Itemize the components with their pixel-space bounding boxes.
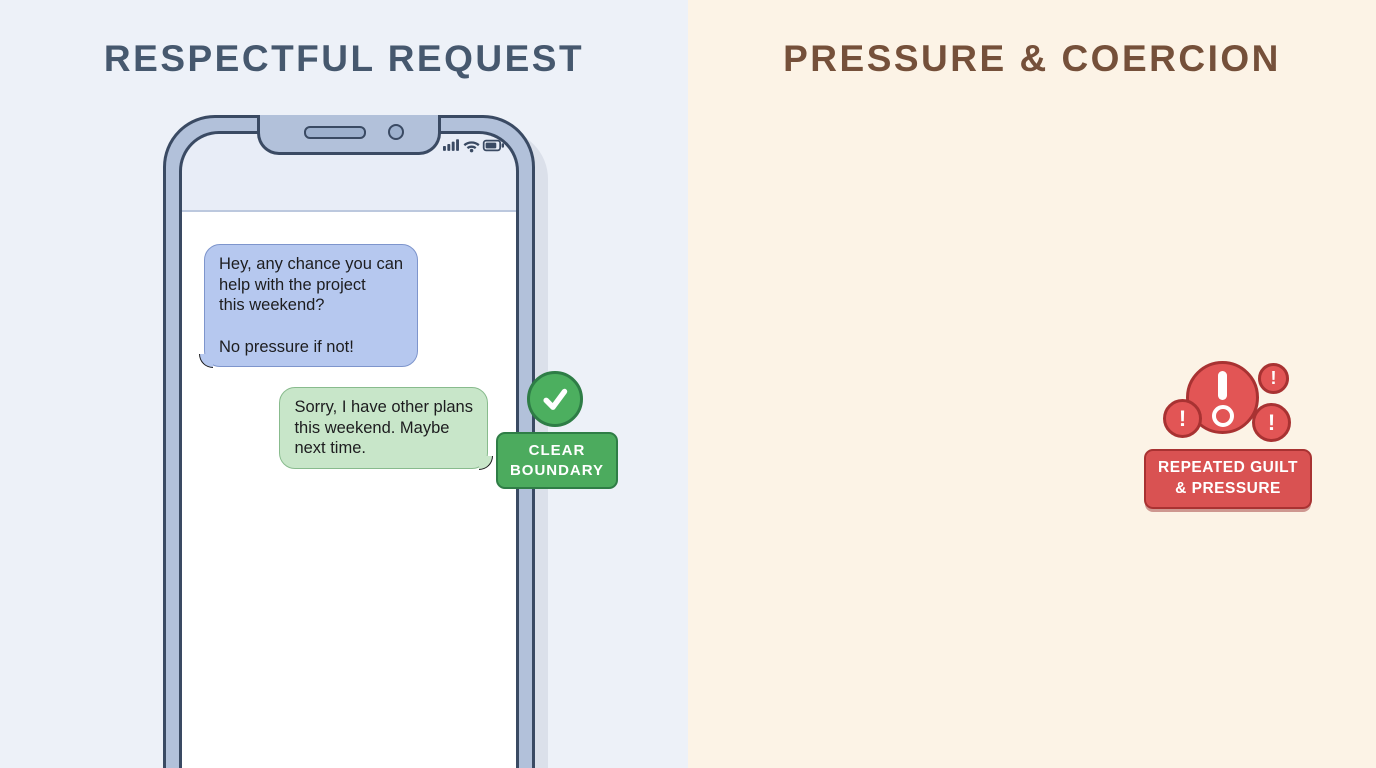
check-circle xyxy=(527,371,583,427)
phone-frame: Hey, any chance you can help with the pr… xyxy=(163,115,535,768)
message-bubble: Hey, any chance you can help with the pr… xyxy=(198,244,419,368)
right-panel-title: PRESSURE & COERCION xyxy=(783,38,1281,79)
battery-icon xyxy=(482,139,505,152)
clear-boundary-badge: CLEAR BOUNDARY xyxy=(496,432,618,489)
wifi-icon xyxy=(463,141,480,153)
status-bar-icons xyxy=(443,139,505,153)
exclamation-icon: ! xyxy=(1258,363,1289,394)
phone-notch xyxy=(257,115,441,155)
phone-left: Hey, any chance you can help with the pr… xyxy=(155,115,543,768)
message-thread: Hey, any chance you can help with the pr… xyxy=(182,210,516,768)
repeated-guilt-pressure-badge: REPEATED GUILT & PRESSURE xyxy=(1144,449,1312,509)
checkmark-icon xyxy=(543,388,568,410)
respectful-request-panel: RESPECTFUL REQUEST Hey, any chance you c… xyxy=(0,0,688,768)
left-panel-title: RESPECTFUL REQUEST xyxy=(103,38,585,79)
exclamation-icon: ! xyxy=(1252,403,1291,442)
signal-icon xyxy=(443,139,459,151)
phone-screen: Hey, any chance you can help with the pr… xyxy=(179,131,519,768)
message-bubble: Sorry, I have other plans this weekend. … xyxy=(279,387,493,470)
speaker-grille xyxy=(304,126,366,139)
exclamation-icon: ! xyxy=(1163,399,1202,438)
front-camera xyxy=(388,124,404,140)
